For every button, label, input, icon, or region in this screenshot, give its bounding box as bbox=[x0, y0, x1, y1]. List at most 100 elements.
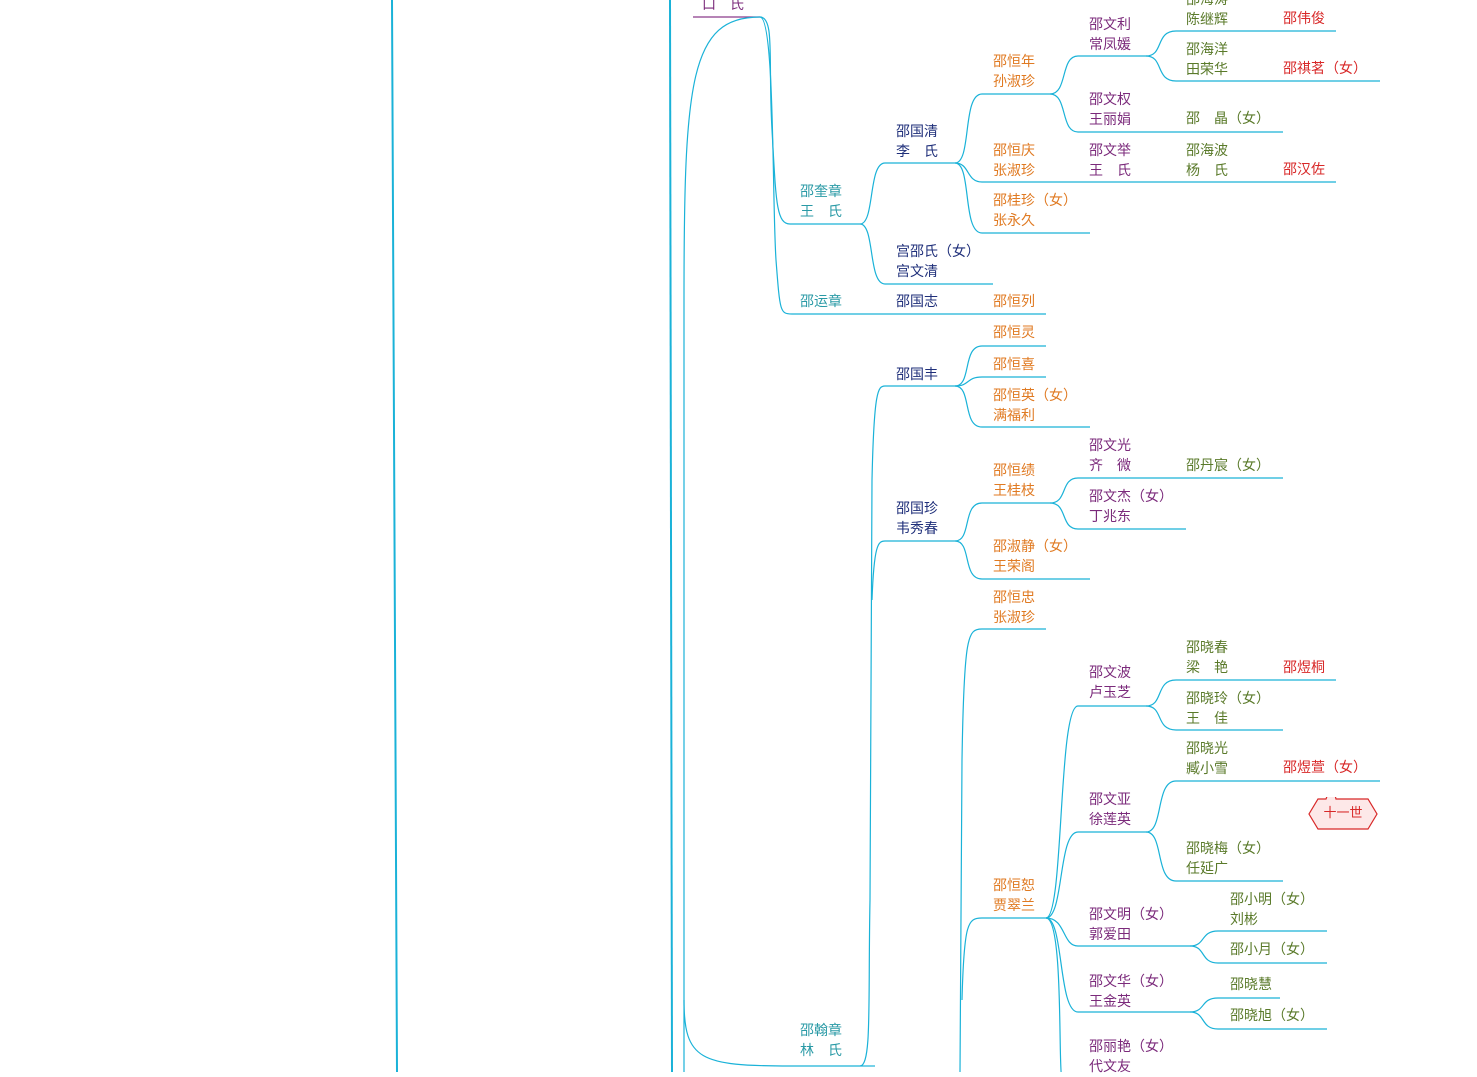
node-xiaoguang[interactable]: 邵晓光 臧小雪 bbox=[1186, 740, 1228, 779]
edge-wenli bbox=[1050, 56, 1146, 94]
node-yuxuan[interactable]: 邵煜萱（女） bbox=[1283, 759, 1367, 779]
root-node[interactable]: 口 氏 bbox=[702, 0, 744, 16]
node-weijun[interactable]: 邵伟俊 bbox=[1283, 10, 1325, 30]
node-hengshu[interactable]: 邵恒恕 贾翠兰 bbox=[993, 877, 1035, 916]
node-wenju[interactable]: 邵文举 王 氏 bbox=[1089, 142, 1131, 181]
root-spouse: 口 氏 bbox=[702, 0, 744, 16]
spouse: 王丽娟 bbox=[1089, 111, 1131, 131]
node-wenbo[interactable]: 邵文波 卢玉芝 bbox=[1089, 664, 1131, 703]
node-kuizhang[interactable]: 邵奎章 王 氏 bbox=[800, 183, 842, 222]
node-shujing[interactable]: 邵淑静（女） 王荣阁 bbox=[993, 538, 1077, 577]
node-haitao[interactable]: 邵海涛 陈继辉 bbox=[1186, 0, 1228, 30]
edge-guozhen bbox=[872, 541, 955, 600]
node-wenquan[interactable]: 邵文权 王丽娟 bbox=[1089, 91, 1131, 130]
node-wenya[interactable]: 邵文亚 徐莲英 bbox=[1089, 791, 1131, 830]
node-guozhen[interactable]: 邵国珍 韦秀春 bbox=[896, 500, 938, 539]
name: 邵文举 bbox=[1089, 142, 1131, 162]
node-xiaomei[interactable]: 邵晓梅（女） 任延广 bbox=[1186, 840, 1270, 879]
node-wenhua[interactable]: 邵文华（女） 王金英 bbox=[1089, 973, 1173, 1012]
node-yutong[interactable]: 邵煜桐 bbox=[1283, 659, 1325, 679]
name: 邵文明（女） bbox=[1089, 906, 1173, 926]
spouse: 王 氏 bbox=[1089, 162, 1131, 182]
node-hengqing[interactable]: 邵恒庆 张淑珍 bbox=[993, 142, 1035, 181]
node-haiyang[interactable]: 邵海洋 田荣华 bbox=[1186, 41, 1228, 80]
name: 邵晓慧 bbox=[1230, 976, 1272, 996]
node-hanzuo[interactable]: 邵汉佐 bbox=[1283, 161, 1325, 181]
name: 邵恒灵 bbox=[993, 324, 1035, 344]
name: 邵恒忠 bbox=[993, 589, 1035, 609]
spouse: 代文友 bbox=[1089, 1058, 1173, 1077]
node-wenming[interactable]: 邵文明（女） 郭爱田 bbox=[1089, 906, 1173, 945]
spouse: 满福利 bbox=[993, 407, 1077, 427]
name: 邵恒喜 bbox=[993, 356, 1035, 376]
node-henglie[interactable]: 邵恒列 bbox=[993, 293, 1035, 313]
node-hengxi[interactable]: 邵恒喜 bbox=[993, 356, 1035, 376]
name: 邵文波 bbox=[1089, 664, 1131, 684]
node-guoqing[interactable]: 邵国清 李 氏 bbox=[896, 123, 938, 162]
node-danchen[interactable]: 邵丹宸（女） bbox=[1186, 457, 1270, 477]
name: 邵翰章 bbox=[800, 1022, 842, 1042]
node-guizhen[interactable]: 邵桂珍（女） 张永久 bbox=[993, 192, 1077, 231]
name: 邵晓春 bbox=[1186, 639, 1228, 659]
edge-liyan bbox=[1046, 918, 1062, 1072]
edge-hengxi bbox=[955, 377, 1046, 386]
node-xiaochun[interactable]: 邵晓春 梁 艳 bbox=[1186, 639, 1228, 678]
node-hengji[interactable]: 邵恒绩 王桂枝 bbox=[993, 462, 1035, 501]
spouse: 宫文清 bbox=[896, 263, 980, 283]
spouse: 梁 艳 bbox=[1186, 659, 1228, 679]
name: 邵恒列 bbox=[993, 293, 1035, 313]
node-qiming[interactable]: 邵祺茗（女） bbox=[1283, 60, 1367, 80]
node-hengying[interactable]: 邵恒英（女） 满福利 bbox=[993, 387, 1077, 426]
spouse: 林 氏 bbox=[800, 1042, 842, 1062]
node-guozhi[interactable]: 邵国志 bbox=[896, 293, 938, 313]
name: 邵桂珍（女） bbox=[993, 192, 1077, 212]
name: 邵晓玲（女） bbox=[1186, 690, 1270, 710]
node-xiaoyue[interactable]: 邵小月（女） bbox=[1230, 941, 1314, 961]
name: 邵淑静（女） bbox=[993, 538, 1077, 558]
name: 邵晓梅（女） bbox=[1186, 840, 1270, 860]
node-wenguang[interactable]: 邵文光 齐 微 bbox=[1089, 437, 1131, 476]
node-hengling[interactable]: 邵恒灵 bbox=[993, 324, 1035, 344]
node-gongshao[interactable]: 宫邵氏（女） 宫文清 bbox=[896, 243, 980, 282]
generation-callout[interactable]: 十一世 bbox=[1308, 797, 1378, 831]
spouse: 王荣阁 bbox=[993, 558, 1077, 578]
name: 邵晓光 bbox=[1186, 740, 1228, 760]
edge-guofeng bbox=[860, 386, 955, 1066]
name: 邵文利 bbox=[1089, 16, 1131, 36]
name: 邵晓旭（女） bbox=[1230, 1007, 1314, 1027]
name: 邵国丰 bbox=[896, 366, 938, 386]
spouse: 杨 氏 bbox=[1186, 162, 1228, 182]
node-hengnian[interactable]: 邵恒年 孙淑珍 bbox=[993, 53, 1035, 92]
spouse: 韦秀春 bbox=[896, 520, 938, 540]
node-haibo[interactable]: 邵海波 杨 氏 bbox=[1186, 142, 1228, 181]
node-wenli[interactable]: 邵文利 常凤媛 bbox=[1089, 16, 1131, 55]
node-xiaoxu[interactable]: 邵晓旭（女） bbox=[1230, 1007, 1314, 1027]
node-xiaoming[interactable]: 邵小明（女） 刘彬 bbox=[1230, 891, 1314, 930]
name: 邵小月（女） bbox=[1230, 941, 1314, 961]
node-wenjie[interactable]: 邵文杰（女） 丁兆东 bbox=[1089, 488, 1173, 527]
spouse: 丁兆东 bbox=[1089, 508, 1173, 528]
spouse: 臧小雪 bbox=[1186, 760, 1228, 780]
spouse: 张永久 bbox=[993, 212, 1077, 232]
node-hengzhong[interactable]: 邵恒忠 张淑珍 bbox=[993, 589, 1035, 628]
name: 宫邵氏（女） bbox=[896, 243, 980, 263]
name: 邵恒恕 bbox=[993, 877, 1035, 897]
name: 邵恒年 bbox=[993, 53, 1035, 73]
spouse: 王 佳 bbox=[1186, 710, 1270, 730]
node-xiaoling[interactable]: 邵晓玲（女） 王 佳 bbox=[1186, 690, 1270, 729]
spouse: 李 氏 bbox=[896, 143, 938, 163]
node-hanzhang[interactable]: 邵翰章 林 氏 bbox=[800, 1022, 842, 1061]
node-guofeng[interactable]: 邵国丰 bbox=[896, 366, 938, 386]
spouse: 张淑珍 bbox=[993, 162, 1035, 182]
node-liyan[interactable]: 邵丽艳（女） 代文友 bbox=[1089, 1038, 1173, 1077]
root-spine bbox=[684, 17, 760, 1072]
spouse: 常凤媛 bbox=[1089, 36, 1131, 56]
edge-yunzhang bbox=[760, 17, 885, 314]
name: 邵奎章 bbox=[800, 183, 842, 203]
name: 邵丹宸（女） bbox=[1186, 457, 1270, 477]
node-xiaohui[interactable]: 邵晓慧 bbox=[1230, 976, 1272, 996]
node-yunzhang[interactable]: 邵运章 bbox=[800, 293, 842, 313]
spouse: 齐 微 bbox=[1089, 457, 1131, 477]
name: 邵文华（女） bbox=[1089, 973, 1173, 993]
node-jing[interactable]: 邵 晶（女） bbox=[1186, 110, 1270, 130]
